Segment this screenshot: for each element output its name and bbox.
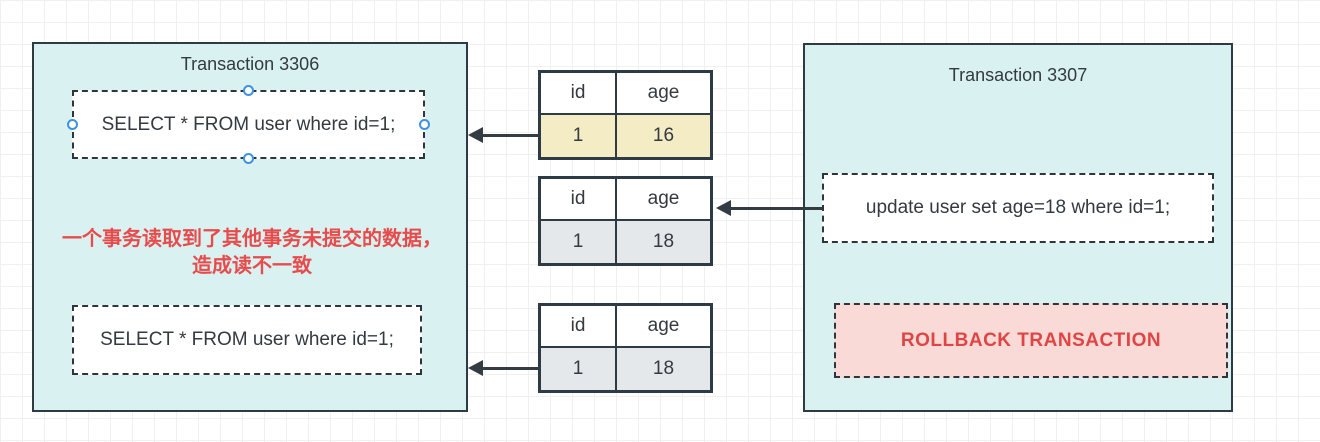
selection-handle-bottom[interactable] [243,153,254,164]
table1-header-age: age [617,73,710,113]
transaction-3307-box[interactable]: Transaction 3307 update user set age=18 … [803,43,1233,412]
arrow-line [480,133,538,137]
table1-cell-age: 16 [617,115,710,157]
rollback-transaction-text: ROLLBACK TRANSACTION [900,329,1162,351]
table2-header-id: id [541,179,615,219]
selection-handle-right[interactable] [419,119,430,130]
arrow-head-left-icon [468,360,483,376]
user-table-snapshot-3[interactable]: id age 1 18 [538,303,713,393]
table3-cell-id: 1 [541,348,615,390]
table1-cell-id: 1 [541,115,615,157]
select-query-1-text: SELECT * FROM user where id=1; [101,113,396,135]
user-table-snapshot-2[interactable]: id age 1 18 [538,176,713,266]
table1-header-id: id [541,73,615,113]
dirty-read-note: 一个事务读取到了其他事务未提交的数据，造成读不一致 [62,228,442,277]
select-query-2-text: SELECT * FROM user where id=1; [100,329,394,350]
transaction-3306-box[interactable]: Transaction 3306 SELECT * FROM user wher… [32,42,468,412]
arrow-head-left-icon [468,127,483,143]
arrow-table1-to-select1[interactable] [468,127,538,143]
table2-header-age: age [617,179,710,219]
update-query-shape[interactable]: update user set age=18 where id=1; [822,173,1214,243]
select-query-2-shape[interactable]: SELECT * FROM user where id=1; [72,305,422,375]
table3-cell-age: 18 [617,348,710,390]
arrow-head-left-icon [716,200,731,216]
select-query-1-shape[interactable]: SELECT * FROM user where id=1; [67,85,430,164]
table3-header-id: id [541,306,615,346]
table2-cell-id: 1 [541,221,615,263]
table2-cell-age: 18 [617,221,710,263]
rollback-transaction-shape[interactable]: ROLLBACK TRANSACTION [834,303,1228,378]
transaction-3306-title: Transaction 3306 [180,54,320,74]
selection-handle-top[interactable] [243,85,254,96]
arrow-line [480,366,538,370]
table3-header-age: age [617,306,710,346]
arrow-update-to-table2[interactable] [716,200,822,216]
arrow-table3-to-select2[interactable] [468,360,538,376]
selection-handle-left[interactable] [67,119,78,130]
arrow-line [728,206,822,210]
transaction-3307-title: Transaction 3307 [948,65,1088,85]
update-query-text: update user set age=18 where id=1; [865,197,1171,218]
user-table-snapshot-1[interactable]: id age 1 16 [538,70,713,160]
